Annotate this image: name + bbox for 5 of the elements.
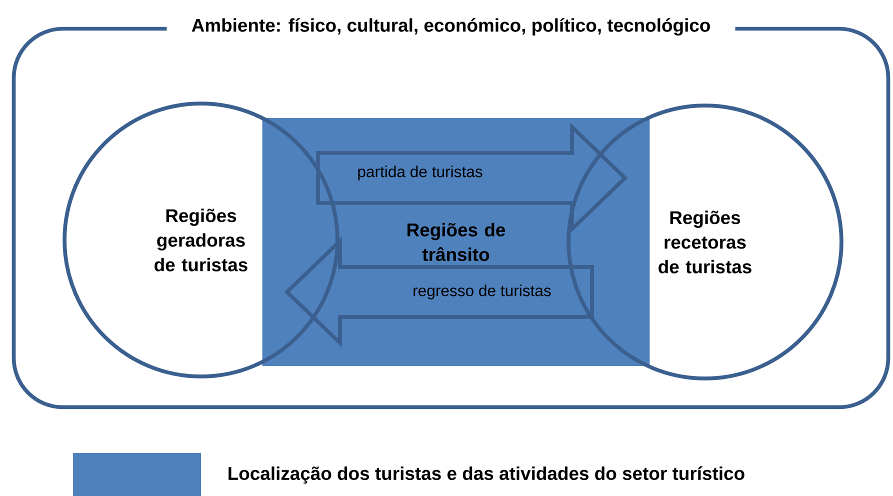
- edge-label: regresso de turistas: [410, 282, 554, 302]
- block-arrow: [316, 122, 628, 234]
- legend-text: Localização dos turistas e das atividades do setor turístico: [228, 466, 744, 484]
- edge-label: partida de turistas: [355, 164, 485, 182]
- block-arrow: [284, 236, 594, 348]
